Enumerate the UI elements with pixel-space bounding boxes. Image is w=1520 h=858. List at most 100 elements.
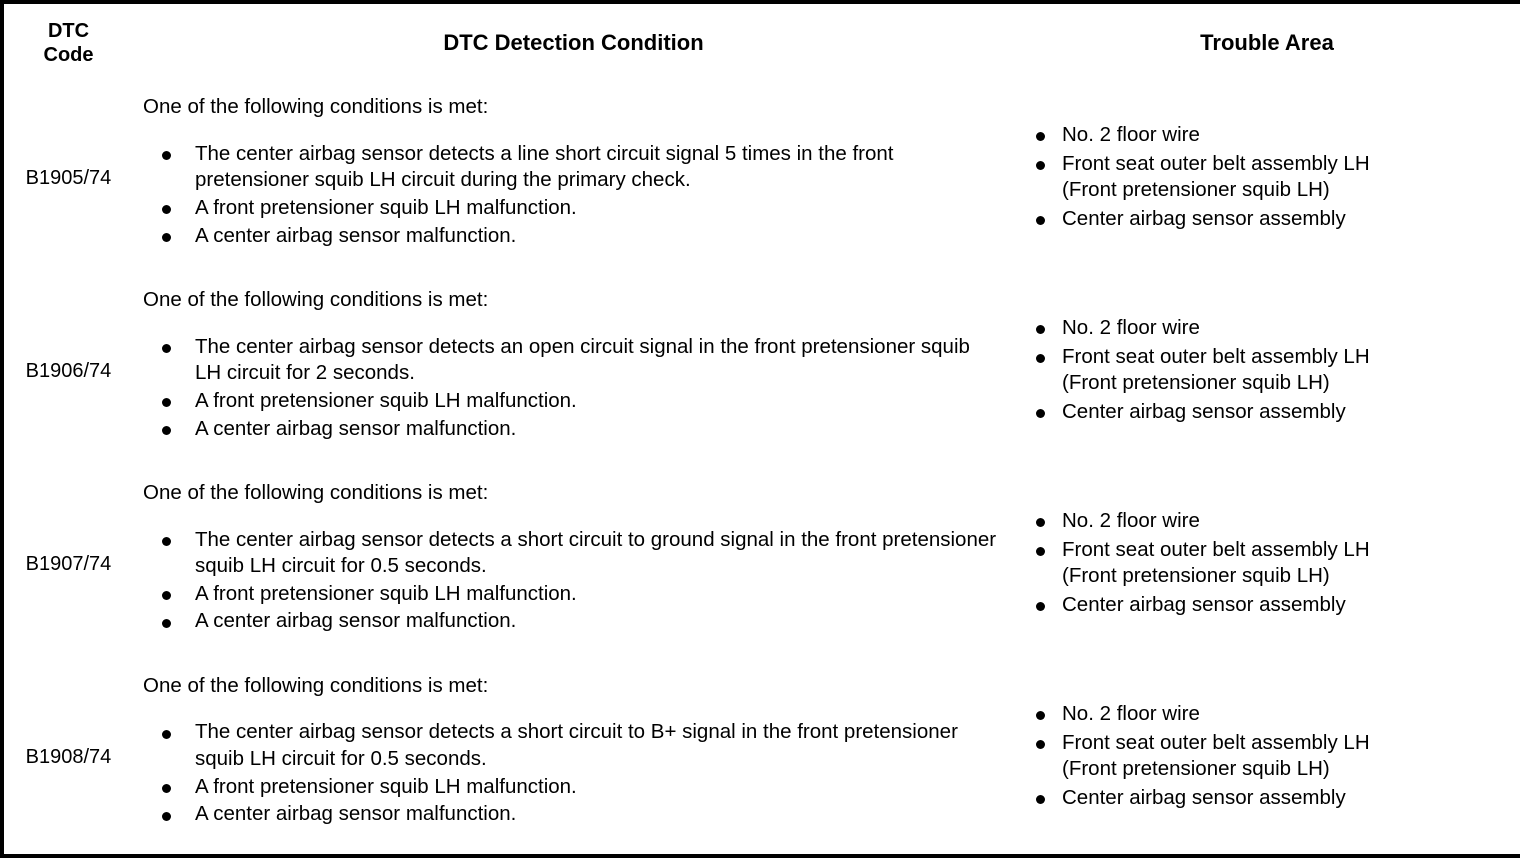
condition-intro-text: One of the following conditions is met: <box>143 673 489 697</box>
bullet-point-icon <box>162 205 171 215</box>
bullet-point-icon <box>1036 795 1045 805</box>
condition-bullet-text: A center airbag sensor malfunction. <box>195 223 517 247</box>
table-header: DTC Code DTC Detection Condition Trouble… <box>2 2 1520 82</box>
cell-dtc-code: B1906/74 <box>2 275 133 468</box>
cell-dtc-code: B1905/74 <box>2 82 133 275</box>
condition-intro-text: One of the following conditions is met: <box>143 287 489 311</box>
trouble-area-bullet-text: No. 2 floor wire <box>1062 316 1200 340</box>
condition-intro-text: One of the following conditions is met: <box>143 480 489 504</box>
bullet-point-icon <box>162 150 171 160</box>
condition-bullet-list: The center airbag sensor detects an open… <box>143 334 1000 443</box>
trouble-area-bullet-item: No. 2 floor wire <box>1036 508 1510 535</box>
bullet-point-icon <box>1036 132 1045 142</box>
trouble-area-bullet-subtext: (Front pretensioner squib LH) <box>1062 371 1330 395</box>
condition-bullet-item: The center airbag sensor detects a short… <box>143 719 1000 772</box>
table-row: B1908/74 One of the following conditions … <box>2 661 1520 856</box>
bullet-point-icon <box>162 343 171 353</box>
cell-detection-condition: One of the following conditions is met: T… <box>133 82 1014 275</box>
condition-bullet-text: The center airbag sensor detects a short… <box>195 527 997 578</box>
trouble-area-bullet-item: Front seat outer belt assembly LH (Front … <box>1036 344 1510 397</box>
condition-bullet-text: The center airbag sensor detects a line … <box>195 141 894 192</box>
bullet-point-icon <box>162 591 171 601</box>
condition-bullet-item: The center airbag sensor detects a short… <box>143 527 1000 580</box>
condition-bullet-item: A front pretensioner squib LH malfunctio… <box>143 581 1000 608</box>
trouble-area-bullet-subtext: (Front pretensioner squib LH) <box>1062 757 1330 781</box>
trouble-area-bullet-item: Front seat outer belt assembly LH (Front … <box>1036 730 1510 783</box>
bullet-point-icon <box>1036 518 1045 528</box>
column-header-detection-condition: DTC Detection Condition <box>443 29 704 55</box>
trouble-area-bullet-text: Front seat outer belt assembly LH <box>1062 537 1370 561</box>
condition-bullet-item: A front pretensioner squib LH malfunctio… <box>143 388 1000 415</box>
column-header-dtc-code-line2: Code <box>43 44 94 66</box>
bullet-point-icon <box>162 618 171 628</box>
condition-bullet-text: A front pretensioner squib LH malfunctio… <box>195 388 577 412</box>
bullet-point-icon <box>162 811 171 821</box>
condition-bullet-item: The center airbag sensor detects a line … <box>143 141 1000 194</box>
bullet-point-icon <box>1036 216 1045 226</box>
bullet-point-icon <box>1036 161 1045 171</box>
condition-bullet-item: A center airbag sensor malfunction. <box>143 801 1000 828</box>
trouble-area-bullet-subtext: (Front pretensioner squib LH) <box>1062 178 1330 202</box>
trouble-area-bullet-item: Center airbag sensor assembly <box>1036 592 1510 619</box>
trouble-area-bullet-item: Front seat outer belt assembly LH(Front … <box>1036 537 1510 590</box>
condition-bullet-text: The center airbag sensor detects an open… <box>195 334 970 385</box>
bullet-point-icon <box>1036 354 1045 364</box>
cell-detection-condition: One of the following conditions is met: T… <box>133 275 1014 468</box>
condition-bullet-item: The center airbag sensor detects an open… <box>143 334 1000 387</box>
column-header-dtc-code: DTC Code <box>2 2 133 82</box>
condition-bullet-list: The center airbag sensor detects a short… <box>143 527 1000 636</box>
bullet-point-icon <box>1036 740 1045 750</box>
trouble-area-bullet-item: No. 2 floor wire <box>1036 701 1510 728</box>
dtc-code-value: B1906/74 <box>25 359 112 382</box>
condition-bullet-text: The center airbag sensor detects a short… <box>195 720 958 771</box>
bullet-point-icon <box>162 783 171 793</box>
bullet-point-icon <box>162 536 171 546</box>
bullet-point-icon <box>1036 546 1045 556</box>
bullet-point-icon <box>1036 325 1045 335</box>
trouble-area-bullet-text: Center airbag sensor assembly <box>1062 400 1346 424</box>
condition-bullet-text: A front pretensioner squib LH malfunctio… <box>195 581 577 605</box>
condition-bullet-list: The center airbag sensor detects a line … <box>143 141 1000 250</box>
cell-detection-condition: One of the following conditions is met: T… <box>133 661 1014 856</box>
condition-bullet-item: A center airbag sensor malfunction. <box>143 416 1000 443</box>
bullet-point-icon <box>1036 602 1045 612</box>
condition-bullet-text: A front pretensioner squib LH malfunctio… <box>195 774 577 798</box>
dtc-code-value: B1908/74 <box>25 745 112 768</box>
trouble-area-bullet-text: Front seat outer belt assembly LH <box>1062 344 1370 368</box>
trouble-area-bullet-text: Front seat outer belt assembly LH <box>1062 730 1370 754</box>
trouble-area-bullet-text: No. 2 floor wire <box>1062 123 1200 147</box>
dtc-code-value: B1905/74 <box>25 166 112 189</box>
trouble-area-bullet-text: No. 2 floor wire <box>1062 702 1200 726</box>
condition-intro-text: One of the following conditions is met: <box>143 95 489 118</box>
trouble-area-bullet-text: Center airbag sensor assembly <box>1062 207 1346 231</box>
column-header-dtc-code-line1: DTC <box>47 19 90 42</box>
condition-bullet-item: A center airbag sensor malfunction. <box>143 223 1000 250</box>
table-row: B1905/74 One of the following conditions … <box>2 82 1520 275</box>
trouble-area-bullet-item: Center airbag sensor assembly <box>1036 399 1510 426</box>
bullet-point-icon <box>162 398 171 408</box>
bullet-point-icon <box>162 425 171 435</box>
condition-bullet-item: A center airbag sensor malfunction. <box>143 608 1000 635</box>
condition-bullet-list: The center airbag sensor detects a short… <box>143 719 1000 828</box>
dtc-code-value: B1907/74 <box>25 552 112 575</box>
trouble-area-bullet-text: Center airbag sensor assembly <box>1062 786 1346 810</box>
trouble-area-bullet-item: No. 2 floor wire <box>1036 315 1510 342</box>
bullet-point-icon <box>1036 409 1045 419</box>
condition-bullet-text: A front pretensioner squib LH malfunctio… <box>195 195 577 219</box>
cell-dtc-code: B1907/74 <box>2 468 133 661</box>
trouble-area-bullet-text: No. 2 floor wire <box>1062 509 1200 533</box>
cell-dtc-code: B1908/74 <box>2 661 133 856</box>
bullet-point-icon <box>162 232 171 242</box>
cell-detection-condition: One of the following conditions is met: T… <box>133 468 1014 661</box>
condition-bullet-text: A center airbag sensor malfunction. <box>195 416 517 440</box>
table-row: B1907/74 One of the following conditions … <box>2 468 1520 661</box>
